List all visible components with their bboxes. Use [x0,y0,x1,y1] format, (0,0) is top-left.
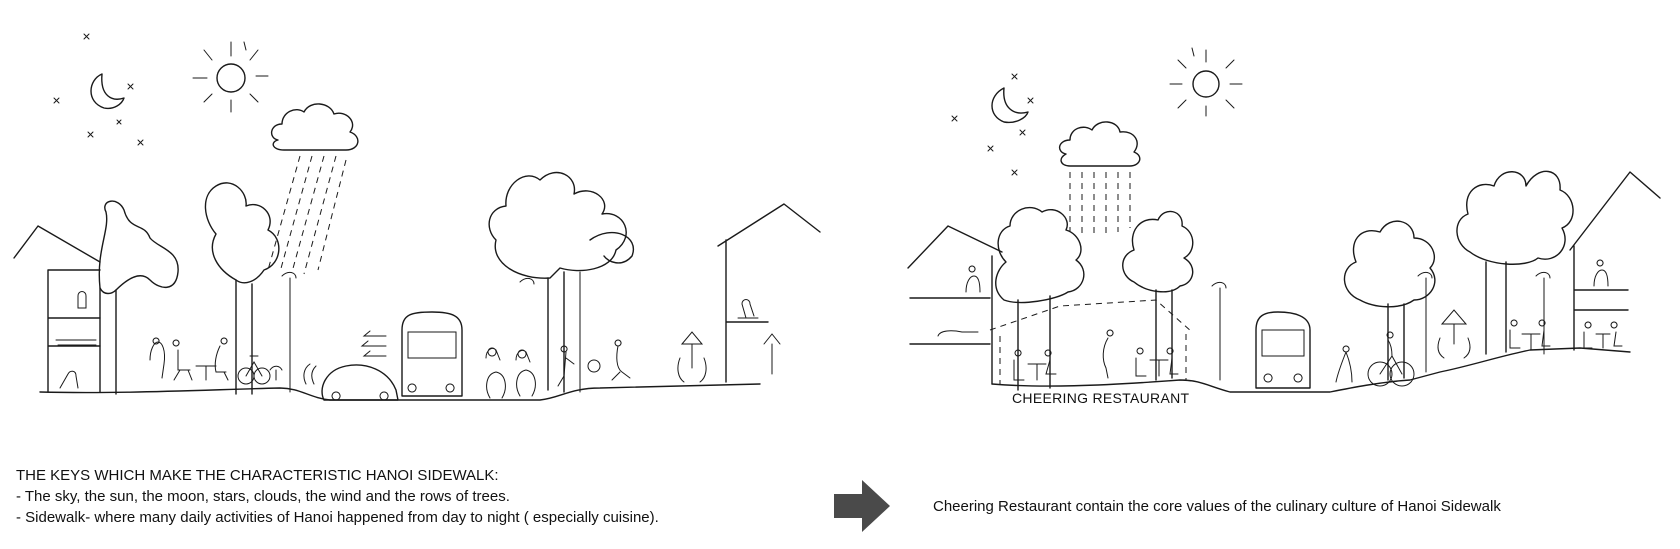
rain-cloud-icon [1059,121,1141,236]
moon-icon [90,73,125,110]
stars-icon [53,33,144,146]
moon-icon [991,87,1029,124]
tree-icon [1456,170,1574,355]
tree-icon [1343,220,1436,381]
bus-icon [401,311,463,397]
right-sidewalk-ground [991,347,1631,393]
cheering-restaurant-label: CHEERING RESTAURANT [1012,390,1190,406]
left-sketch [13,33,821,401]
sun-icon [192,41,269,113]
keys-description: THE KEYS WHICH MAKE THE CHARACTERISTIC H… [16,465,816,528]
tree-icon [98,200,179,395]
sun-icon [1169,47,1243,117]
right-house [1569,171,1661,351]
sidewalk-people [149,337,283,385]
left-sidewalk-ground [39,383,761,401]
tree-icon [1122,210,1227,381]
street-vendor [677,331,707,383]
cheering-restaurant-canopy [989,299,1193,384]
right-sketch [907,47,1661,393]
restaurant-diners [1013,329,1179,381]
wind-icon [303,330,387,385]
keys-heading: THE KEYS WHICH MAKE THE CHARACTERISTIC H… [16,467,499,484]
stars-icon [951,73,1034,176]
left-house [13,225,101,393]
bus-icon [1255,311,1311,389]
street-vendor [1437,309,1471,359]
arrow-right-icon [834,480,890,532]
tree-icon [488,171,635,393]
conclusion-text: Cheering Restaurant contain the core val… [933,498,1501,515]
motorbike-icon [485,347,536,399]
restaurant-diners [1509,319,1551,351]
rain-cloud-icon [267,103,359,275]
keys-line-1: - The sky, the sun, the moon, stars, clo… [16,488,510,505]
sidewalk-people [557,339,631,387]
keys-line-2: - Sidewalk- where many daily activities … [16,509,659,526]
right-house [717,203,821,383]
sidewalk-people [1335,331,1415,387]
car-icon [321,364,399,401]
left-house [907,225,1003,385]
tree-icon [204,182,297,395]
tree-icon [995,207,1085,391]
